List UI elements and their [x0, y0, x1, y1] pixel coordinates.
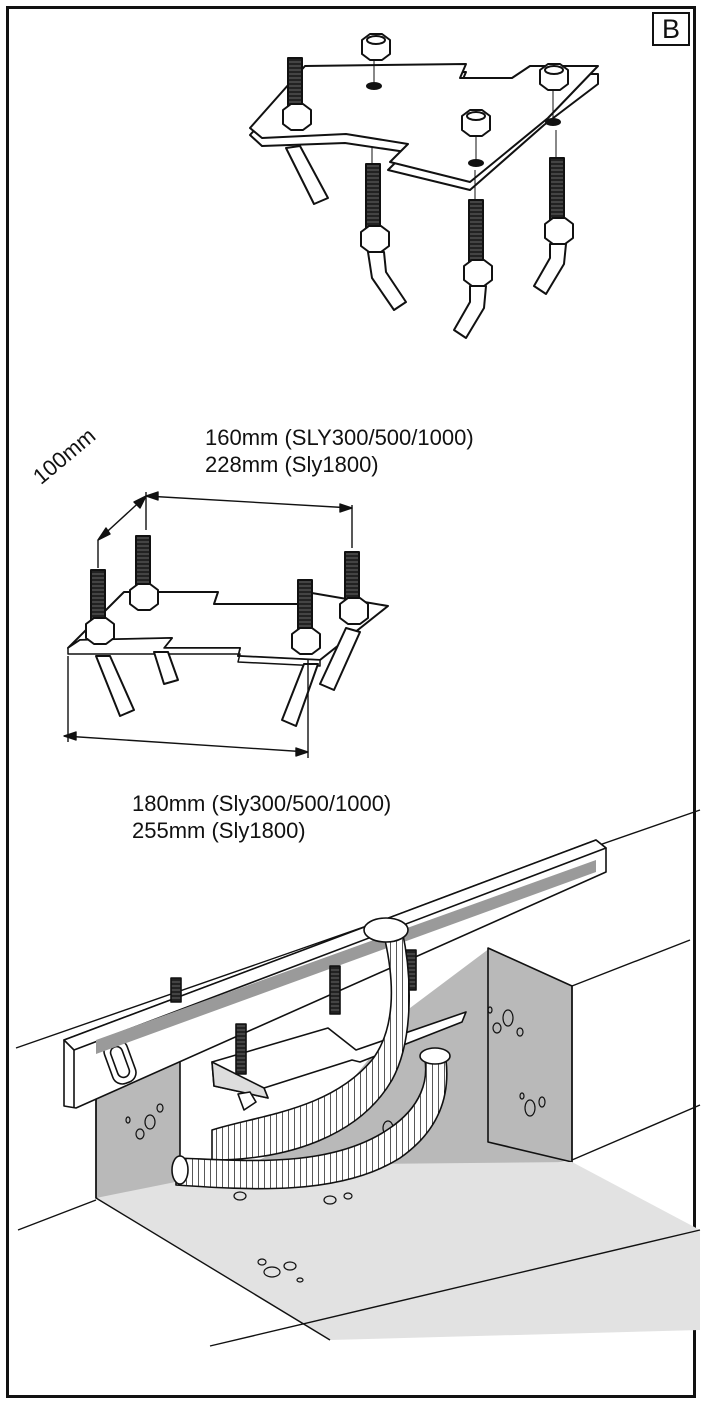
length-dimension-line1: 180mm (Sly300/500/1000)	[132, 791, 392, 816]
figure-frame	[6, 6, 696, 1398]
bracket-plate	[249, 63, 599, 183]
dimension-lines	[63, 491, 353, 758]
nut	[461, 109, 491, 137]
plaster-texture	[125, 1006, 546, 1283]
width-dimension-line1: 160mm (SLY300/500/1000)	[205, 425, 474, 450]
installation-scene	[15, 809, 701, 1347]
floor	[96, 1162, 700, 1340]
panel-label: B	[652, 12, 690, 46]
length-dimension-label: 180mm (Sly300/500/1000) 255mm (Sly1800)	[132, 790, 391, 844]
wall-opening-left	[96, 948, 572, 1210]
length-dimension-line2: 255mm (Sly1800)	[132, 818, 306, 843]
nut	[539, 63, 569, 91]
nut	[361, 33, 391, 61]
dimensioned-bracket-diagram	[63, 491, 389, 758]
width-dimension-line2: 228mm (Sly1800)	[205, 452, 379, 477]
exploded-bracket-diagram	[249, 33, 599, 339]
width-dimension-label: 160mm (SLY300/500/1000) 228mm (Sly1800)	[205, 424, 474, 478]
